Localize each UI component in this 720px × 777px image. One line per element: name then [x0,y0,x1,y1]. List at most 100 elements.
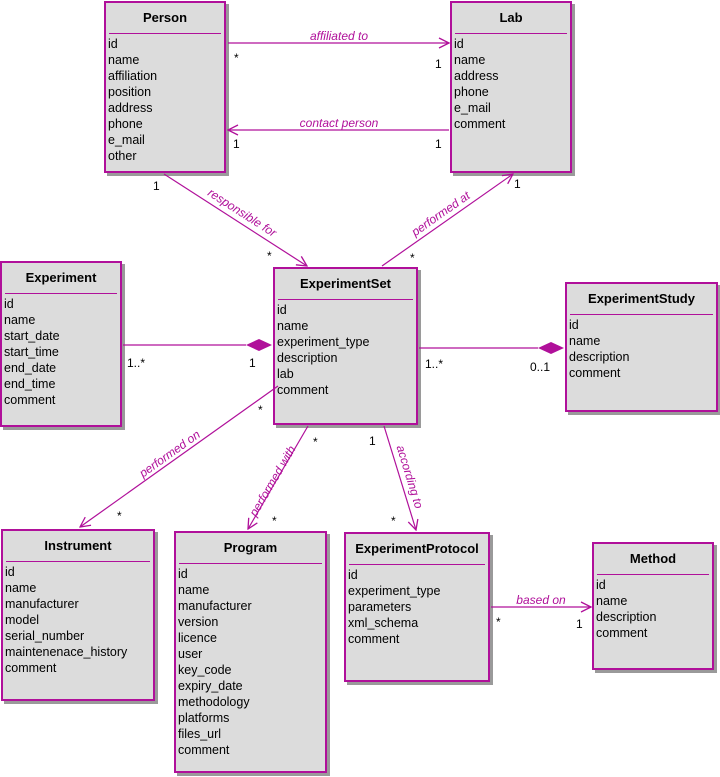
attribute: description [277,351,338,365]
association-label: based on [516,593,566,607]
multiplicity-label: * [234,51,239,65]
attribute: name [596,594,628,608]
class-title: Person [142,10,188,25]
class-separator [597,574,709,575]
attribute: maintenenace_history [5,645,128,659]
attribute: end_date [4,361,57,375]
attribute: id [348,568,358,582]
association-label: performed on [136,427,203,481]
attribute: id [596,578,606,592]
multiplicity-label: 0..1 [530,360,550,374]
attribute: id [5,565,15,579]
class-separator [570,314,713,315]
attribute: files_url [178,727,222,741]
association-line-performed-at[interactable] [381,174,513,267]
attribute: phone [454,85,489,99]
attribute: experiment_type [277,335,370,349]
attribute: address [454,69,499,83]
composition-diamond [246,339,272,351]
class-separator [5,293,117,294]
attribute: name [569,334,601,348]
multiplicity-label: * [496,615,501,629]
attribute: position [108,85,152,99]
multiplicity-label: 1 [153,179,160,193]
association-line-performed-on[interactable] [80,385,279,527]
attribute: version [178,615,219,629]
class-separator [278,299,413,300]
class-title: Experiment [25,270,97,285]
class-title: ExperimentSet [299,276,392,291]
class-separator [455,33,567,34]
class-separator [6,561,150,562]
attribute: description [569,350,630,364]
attribute: other [108,149,137,163]
attribute: platforms [178,711,230,725]
multiplicity-label: * [272,514,277,528]
multiplicity-label: 1 [514,177,521,191]
association-line-performed-with[interactable] [248,425,309,529]
multiplicity-label: * [117,509,122,523]
multiplicity-label: * [258,403,263,417]
multiplicity-label: 1 [233,137,240,151]
association-line-responsible[interactable] [163,173,307,266]
multiplicity-label: 1..* [425,357,443,371]
association-label: contact person [300,116,379,130]
attribute: e_mail [108,133,145,147]
attribute: manufacturer [5,597,79,611]
attribute: name [4,313,36,327]
attribute: id [454,37,464,51]
association-label: performed with [246,443,299,520]
attribute: xml_schema [348,616,419,630]
attribute: licence [178,631,217,645]
attribute: end_time [4,377,56,391]
attribute: key_code [178,663,232,677]
multiplicity-label: * [267,249,272,263]
attribute: phone [108,117,143,131]
attribute: comment [348,632,400,646]
attribute: lab [277,367,294,381]
class-separator [109,33,221,34]
attribute: name [108,53,140,67]
attribute: e_mail [454,101,491,115]
attribute: start_time [4,345,59,359]
multiplicity-label: 1 [249,356,256,370]
attribute: model [5,613,40,627]
association-line-according-to[interactable] [383,425,416,530]
attribute: comment [454,117,506,131]
attribute: id [277,303,287,317]
multiplicity-label: * [313,435,318,449]
attribute: id [108,37,118,51]
attribute: serial_number [5,629,85,643]
class-title: ExperimentStudy [588,291,695,306]
class-title: Lab [499,10,523,25]
attribute: expiry_date [178,679,243,693]
multiplicity-label: 1..* [127,356,145,370]
class-title: Instrument [44,538,112,553]
class-title: Program [223,540,278,555]
attribute: description [596,610,657,624]
multiplicity-label: 1 [369,434,376,448]
attribute: id [4,297,14,311]
multiplicity-label: 1 [435,137,442,151]
attribute: name [277,319,309,333]
attribute: methodology [178,695,250,709]
class-title: Method [629,551,677,566]
attribute: name [178,583,210,597]
attribute: experiment_type [348,584,441,598]
